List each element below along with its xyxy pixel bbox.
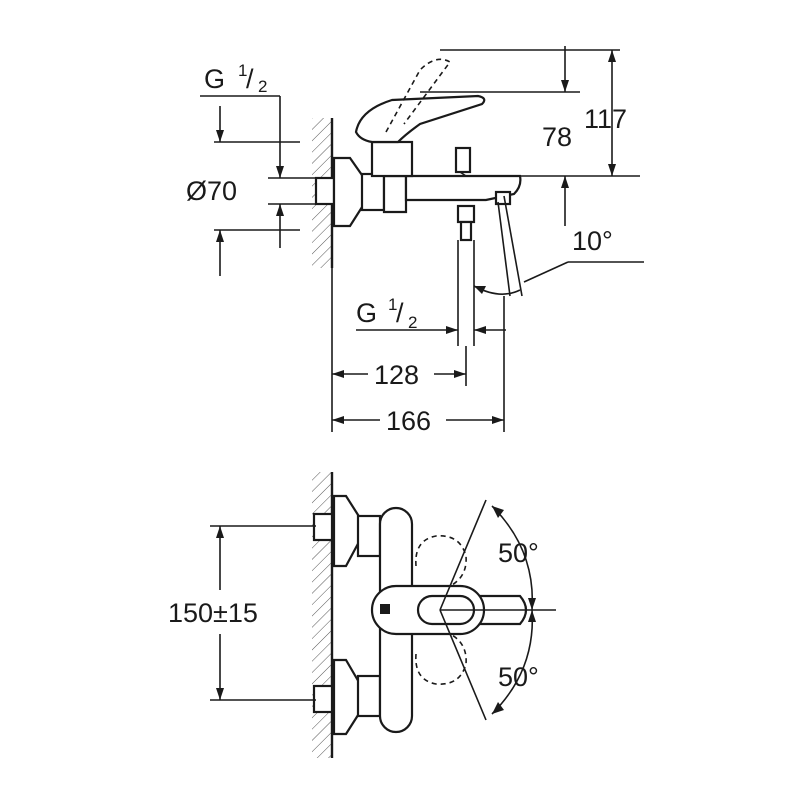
dim-projection-inner: 128 bbox=[374, 360, 419, 390]
lever-handle bbox=[354, 94, 486, 144]
mixer-body bbox=[382, 174, 408, 214]
side-view: 78 117 10° Ø70 G 1 / 2 bbox=[186, 46, 644, 436]
inlet-thread-num: 1 bbox=[238, 61, 247, 80]
inlet-thread-prefix: G bbox=[204, 64, 225, 94]
inlet-nipple bbox=[314, 176, 336, 206]
lever-down-outline bbox=[415, 629, 467, 685]
lever-up-outline bbox=[415, 535, 467, 591]
hose-outlet-nut bbox=[456, 204, 476, 224]
dim-lever-angle-down: 50° bbox=[498, 662, 539, 692]
dim-height-inner: 78 bbox=[542, 122, 572, 152]
dim-height-outer: 117 bbox=[584, 104, 627, 134]
lever-indicator bbox=[380, 604, 390, 614]
dim-center-distance: 150±15 bbox=[168, 598, 258, 628]
rosette-bottom bbox=[332, 658, 362, 736]
aerator bbox=[494, 190, 512, 206]
inlet-nipple-bottom bbox=[312, 684, 334, 714]
diverter-knob bbox=[454, 146, 472, 174]
nut-bottom bbox=[356, 674, 382, 718]
inlet-nipple-top bbox=[312, 512, 334, 542]
outlet-thread-prefix: G bbox=[356, 298, 377, 328]
dim-projection-outer: 166 bbox=[386, 406, 431, 436]
inlet-thread-den: 2 bbox=[258, 77, 267, 96]
rosette-top bbox=[332, 494, 362, 568]
front-view: 150±15 50° 50° bbox=[168, 472, 556, 758]
dim-flange-diameter: Ø70 bbox=[186, 176, 237, 206]
cartridge-housing bbox=[370, 140, 414, 178]
outlet-thread-slash: / bbox=[396, 298, 404, 328]
dim-spout-angle: 10° bbox=[572, 226, 613, 256]
inlet-thread-slash: / bbox=[246, 64, 254, 94]
outlet-thread-den: 2 bbox=[408, 313, 417, 332]
wall-rosette bbox=[332, 156, 366, 228]
hex-nut bbox=[360, 172, 386, 212]
hose-outlet-stem bbox=[459, 220, 473, 242]
nut-top bbox=[356, 514, 382, 558]
dim-lever-angle-up: 50° bbox=[498, 538, 539, 568]
outlet-thread-num: 1 bbox=[388, 295, 397, 314]
